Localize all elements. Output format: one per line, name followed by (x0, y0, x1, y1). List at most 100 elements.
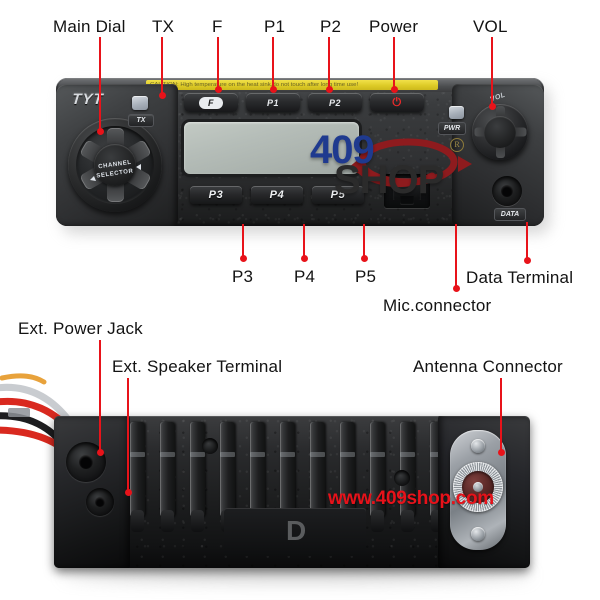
flange-screw (471, 527, 485, 541)
callout-line-main-dial (99, 37, 101, 131)
fin-gap (220, 452, 235, 457)
fin-gap (340, 452, 355, 457)
p3-button-label: P3 (208, 189, 224, 201)
callout-label-power: Power (369, 17, 419, 36)
main-dial-cap (94, 144, 136, 186)
callout-line-p4 (303, 224, 305, 258)
p2-button[interactable]: P2 (308, 93, 362, 112)
rear-right-endplate (438, 416, 530, 568)
p2-button-label: P2 (328, 97, 342, 108)
fin-gap (190, 452, 205, 457)
fin-gap (280, 452, 295, 457)
so239-dielectric (462, 471, 494, 503)
rear-label-mark: D (286, 515, 307, 546)
callout-label-data-terminal: Data Terminal (466, 268, 574, 287)
callout-label-main-dial: Main Dial (53, 17, 126, 36)
callout-label-p4: P4 (294, 267, 316, 286)
main-dial-knob[interactable]: CHANNEL SELECTOR (68, 118, 162, 212)
callout-dot-antenna-connector (497, 448, 505, 456)
fin-gap (310, 452, 325, 457)
power-button[interactable]: ⏻ (370, 93, 424, 112)
callout-line-mic-connector (455, 224, 457, 288)
callout-label-ext-power-jack: Ext. Power Jack (18, 319, 143, 338)
heatsink-fin (130, 422, 145, 532)
mic-connector-rj45[interactable] (384, 174, 430, 208)
callout-dot-data-terminal (523, 256, 531, 264)
lcd-display (184, 122, 359, 174)
callout-dot-p2 (325, 85, 333, 93)
heatsink-fin (340, 422, 355, 532)
volume-knob[interactable] (472, 104, 528, 160)
p1-button[interactable]: P1 (246, 93, 300, 112)
fin-gap (250, 452, 265, 457)
callout-line-ext-speaker-terminal (127, 378, 129, 492)
power-indicator-led (449, 106, 464, 119)
heatsink-fin (160, 422, 175, 532)
callout-line-p5 (363, 224, 365, 258)
callout-dot-ext-speaker-terminal (124, 488, 132, 496)
rear-label-plate: D (224, 508, 366, 556)
heatsink-fin (400, 422, 415, 532)
heatsink-fin (250, 422, 265, 532)
callout-line-f (217, 37, 219, 89)
callout-dot-ext-power-jack (96, 448, 104, 456)
callout-line-p2 (328, 37, 330, 89)
rear-left-endplate (54, 416, 130, 568)
heatsink-fin (370, 422, 385, 532)
callout-label-f: F (212, 17, 223, 36)
p5-button-label: P5 (330, 189, 346, 201)
p3-button[interactable]: P3 (190, 186, 242, 204)
callout-line-p1 (272, 37, 274, 89)
p4-button-label: P4 (269, 189, 285, 201)
heatsink-fin (190, 422, 205, 532)
p4-button[interactable]: P4 (251, 186, 303, 204)
registered-trademark-icon: R (450, 138, 464, 152)
callout-dot-f (214, 85, 222, 93)
data-terminal-jack[interactable] (492, 176, 522, 206)
f-button[interactable]: F (184, 93, 238, 112)
callout-label-p5: P5 (355, 267, 377, 286)
fin-gap (130, 452, 145, 457)
mounting-hole (394, 470, 410, 486)
data-label-text: DATA (500, 211, 520, 218)
radio-front-panel: CAUTION: High temperature on the heat si… (56, 78, 550, 234)
heatsink: D (54, 416, 530, 568)
antenna-connector-flange (450, 430, 506, 550)
radio-rear-view: D (0, 368, 600, 583)
vol-notch (474, 127, 494, 137)
preset-button-row: P3 P4 P5 (190, 186, 370, 206)
ext-speaker-terminal[interactable] (86, 488, 114, 516)
p5-button[interactable]: P5 (312, 186, 364, 204)
callout-line-data-terminal (526, 222, 528, 260)
vol-notch (495, 106, 505, 126)
callout-label-antenna-connector: Antenna Connector (413, 357, 563, 376)
callout-dot-mic-connector (452, 284, 460, 292)
callout-line-antenna-connector (500, 378, 502, 452)
vol-notch (495, 138, 505, 158)
callout-dot-p4 (300, 254, 308, 262)
flange-screw (471, 439, 485, 453)
main-dial-inner: CHANNEL SELECTOR (76, 126, 154, 204)
tx-label-text: TX (136, 117, 146, 124)
rear-unit-shadow (62, 568, 532, 582)
p1-button-label: P1 (266, 97, 280, 108)
callout-label-p2: P2 (320, 17, 342, 36)
callout-dot-p3 (239, 254, 247, 262)
fin-gap (400, 452, 415, 457)
heatsink-fin (310, 422, 325, 532)
pwr-label-plate: PWR (438, 122, 466, 135)
fin-gap (370, 452, 385, 457)
callout-dot-main-dial (96, 127, 104, 135)
callout-label-tx: TX (152, 17, 175, 36)
heatsink-fin (220, 422, 235, 532)
tx-label-plate: TX (128, 114, 154, 127)
vol-notch (506, 127, 526, 137)
callout-label-mic-connector: Mic.connector (383, 296, 492, 315)
callout-line-power (393, 37, 395, 89)
so239-knurled-ring[interactable] (453, 462, 503, 512)
callout-dot-tx (158, 91, 166, 99)
caution-sticker: CAUTION: High temperature on the heat si… (146, 80, 438, 90)
tx-indicator-led (132, 96, 148, 110)
callout-label-ext-speaker-terminal: Ext. Speaker Terminal (112, 357, 283, 376)
